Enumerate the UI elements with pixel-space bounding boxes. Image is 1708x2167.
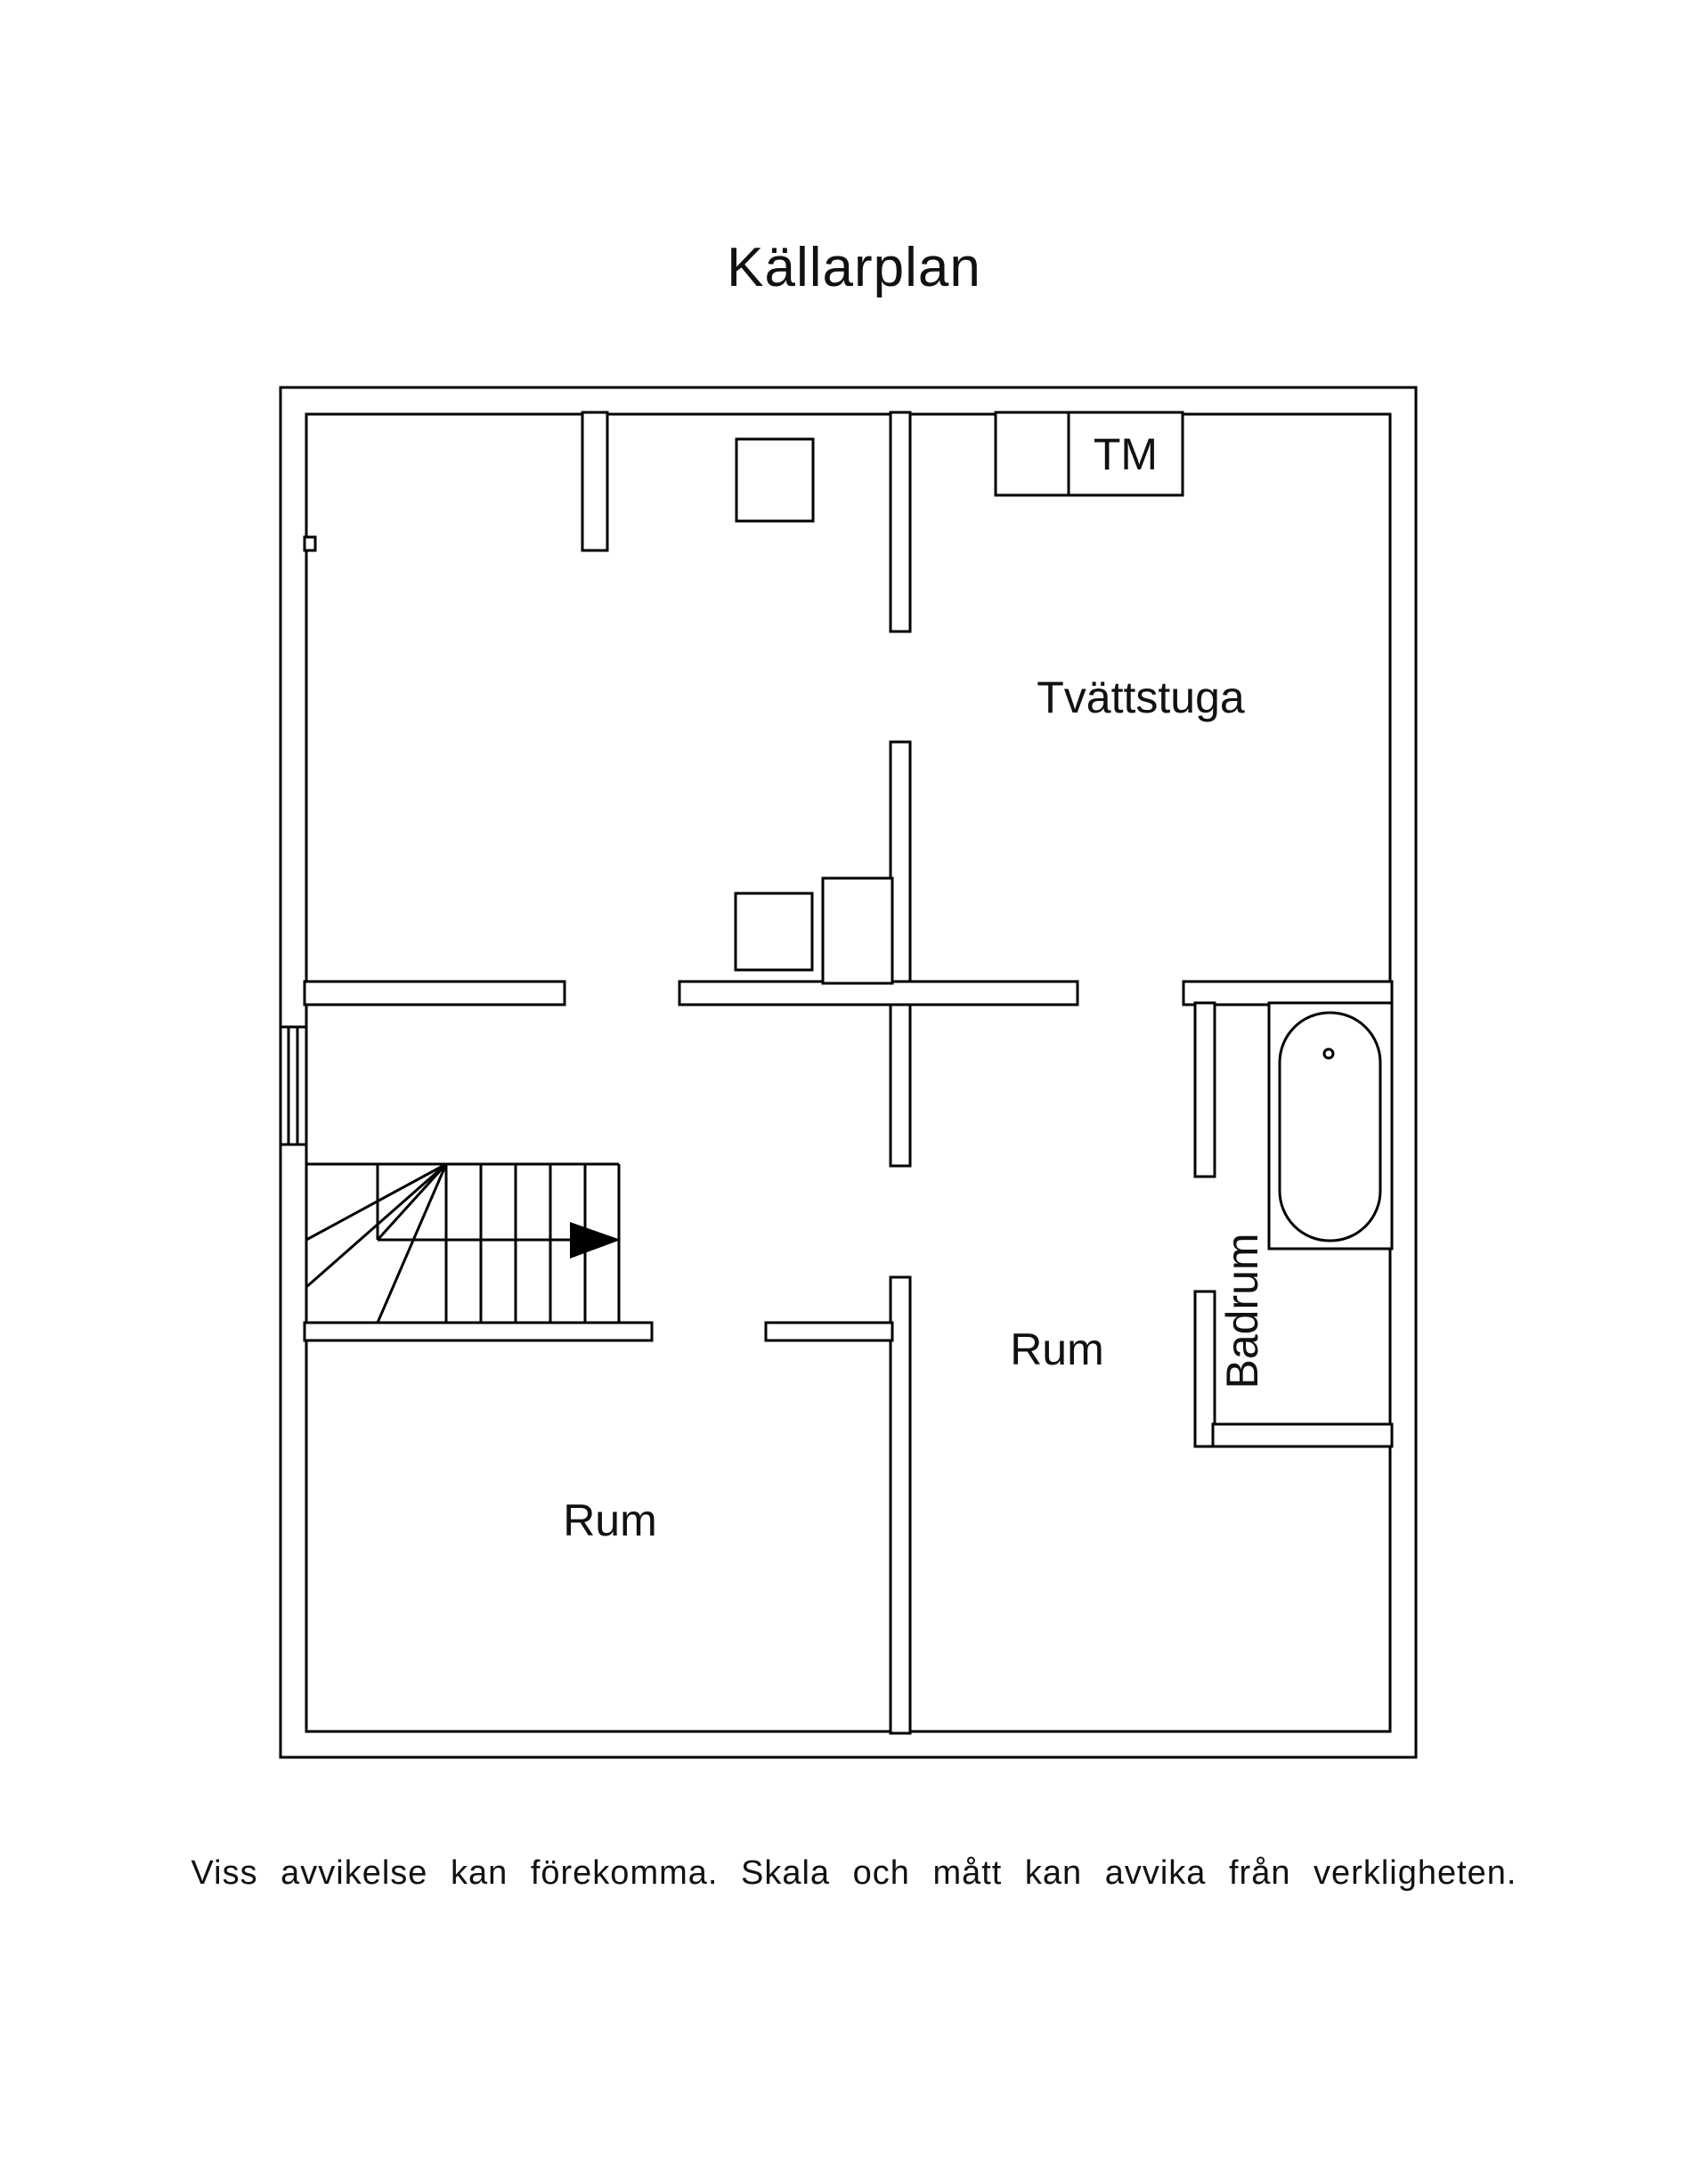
- room-label-laundry: Tvättstuga: [1037, 672, 1245, 722]
- wall-segment: [581, 411, 609, 552]
- tm-unit: [994, 411, 1184, 497]
- wall-segment: [821, 876, 894, 985]
- wall-segment: [1182, 980, 1394, 1006]
- room-label-room-right: Rum: [1010, 1324, 1104, 1374]
- chimney-lower: [734, 892, 814, 972]
- outer-wall: [279, 386, 1418, 1759]
- wall-segment: [678, 980, 1079, 1006]
- wall-segment: [303, 1321, 654, 1342]
- wall-segment: [1193, 1001, 1216, 1178]
- staircase: [305, 1162, 621, 1324]
- wall-segment: [889, 1275, 912, 1735]
- chimney-upper: [735, 437, 815, 523]
- wall-segment: [303, 980, 566, 1006]
- wall-segment: [889, 411, 912, 633]
- room-label-bathroom: Badrum: [1217, 1233, 1267, 1389]
- window: [279, 1025, 308, 1146]
- disclaimer: Viss avvikelse kan förekomma. Skala och …: [191, 1854, 1517, 1892]
- stair-direction-arrow-icon: [570, 1222, 621, 1259]
- tm-label: TM: [1094, 429, 1158, 479]
- wall-segment: [764, 1321, 894, 1342]
- wall-segment: [1193, 1290, 1216, 1448]
- room-label-room-left: Rum: [563, 1495, 657, 1545]
- interior-walls: [303, 411, 1394, 1735]
- wall-segment: [303, 535, 317, 552]
- bathtub: [1267, 1001, 1394, 1251]
- wall-segment: [1211, 1422, 1394, 1448]
- plan-title: Källarplan: [727, 237, 981, 298]
